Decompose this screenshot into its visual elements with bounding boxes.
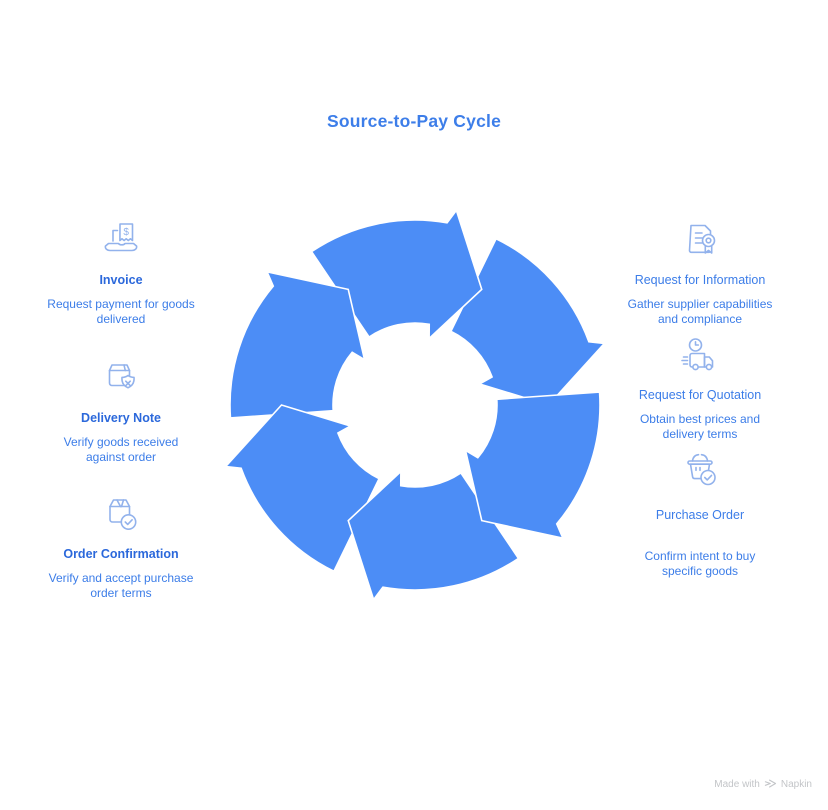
diagram-title: Source-to-Pay Cycle <box>327 111 501 131</box>
step-title: Request for Quotation <box>638 388 762 402</box>
step-description: Obtain best prices and delivery terms <box>639 412 761 441</box>
step-delivery-note: Delivery Note Verify goods received agai… <box>26 357 216 464</box>
made-with-label: Made with <box>714 778 760 790</box>
step-title: Delivery Note <box>81 411 161 425</box>
step-invoice: $ Invoice Request payment for goods deli… <box>26 219 216 326</box>
request-for-quotation-icon <box>681 338 714 371</box>
brand-label: Napkin <box>780 778 812 790</box>
step-description: Verify and accept purchase order terms <box>48 571 194 600</box>
invoice-icon: $ <box>104 223 138 252</box>
step-purchase-order: Purchase Order Confirm intent to buy spe… <box>605 448 795 578</box>
order-confirmation-icon <box>109 499 137 530</box>
cycle-arrow <box>224 404 381 573</box>
napkin-logo-icon <box>764 779 776 788</box>
step-title: Order Confirmation <box>63 547 179 561</box>
step-description: Gather supplier capabilities and complia… <box>627 297 773 326</box>
step-description: Confirm intent to buy specific goods <box>644 549 756 578</box>
cycle-arrow <box>449 237 606 406</box>
step-request-for-quotation: Request for Quotation Obtain best prices… <box>605 334 795 441</box>
step-title: Purchase Order <box>655 508 745 522</box>
cycle-arrow <box>229 270 366 419</box>
dollar-glyph: $ <box>123 227 129 238</box>
cycle-diagram <box>224 208 606 602</box>
delivery-note-icon <box>108 364 135 389</box>
request-for-information-icon <box>688 224 716 254</box>
step-request-for-information: Request for Information Gather supplier … <box>605 219 795 326</box>
purchase-order-icon <box>687 453 716 486</box>
step-title: Invoice <box>99 273 143 287</box>
step-order-confirmation: Order Confirmation Verify and accept pur… <box>26 493 216 600</box>
cycle-arrow <box>310 208 483 341</box>
cycle-arrow <box>347 469 520 602</box>
cycle-arrow <box>464 391 601 540</box>
step-description: Verify goods received against order <box>63 435 179 464</box>
step-title: Request for Information <box>634 273 766 287</box>
napkin-attribution[interactable]: Made with Napkin <box>714 778 812 790</box>
step-description: Request payment for goods delivered <box>47 297 195 326</box>
